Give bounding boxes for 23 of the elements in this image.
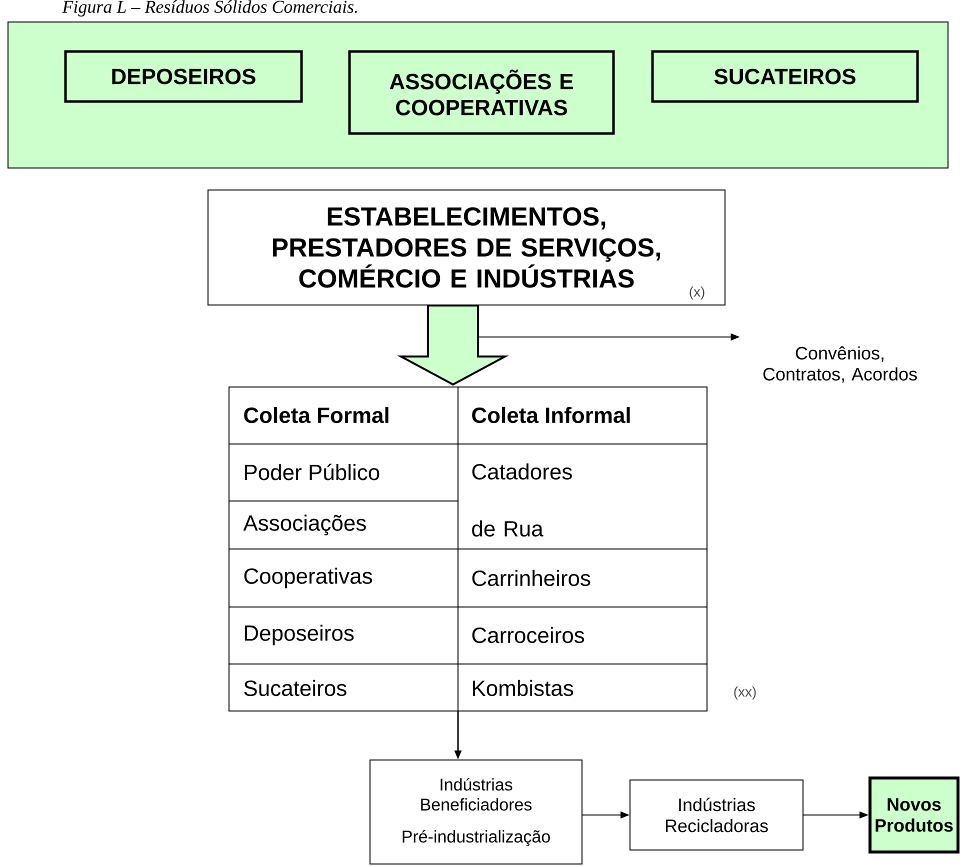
result-box: Novos Produtos [868,776,960,854]
table-entry: Deposeiros [245,624,354,646]
table [228,386,708,712]
table-entry: Kombistas [473,680,574,696]
figure-title: Figura L – Resíduos Sólidos Comerciais. [62,0,357,17]
table-entry: Cooperativas [244,568,372,588]
table-entry: Associações [243,514,366,536]
label-box: SUCATEIROS [651,50,919,103]
table-entry: Poder Público [245,464,380,480]
table-entry: Carroceiros [472,626,584,644]
process-box: Indústrias Recicladoras [630,780,804,850]
footnote-mark: (xx) [734,686,756,700]
table-entry: Catadores de Rua [472,463,572,537]
table-entry: Sucateiros [244,680,346,696]
table-header: Coleta Informal [472,406,630,424]
table-entry: Carrinheiros [472,570,590,586]
label-box: ASSOCIAÇÕES E COOPERATIVAS [348,50,615,135]
label-box: DEPOSEIROS [64,50,303,103]
process-box: Indústrias Beneficiadores Pré-industrialização [370,760,582,864]
agreement-text: Convênios, Contratos, Acordos [763,346,917,383]
table-header: Coleta Formal [244,406,388,424]
footnote-mark: (x) [690,286,704,300]
block-arrow [397,304,509,386]
